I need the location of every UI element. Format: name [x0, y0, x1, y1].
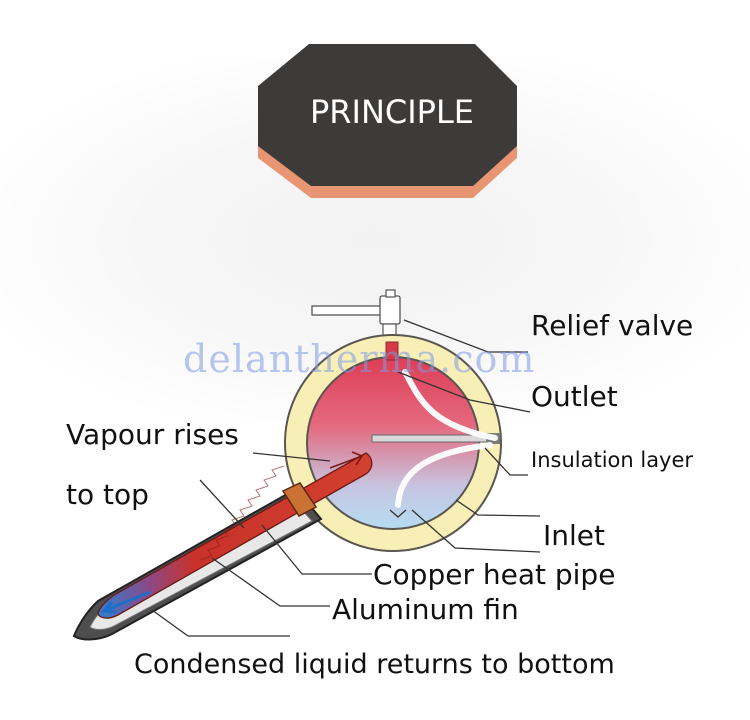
label-insulation-layer: Insulation layer — [531, 448, 694, 472]
leader-vapour-2 — [199, 479, 245, 529]
principle-badge — [258, 44, 517, 198]
water-tank — [284, 334, 502, 552]
vapour-squiggle — [199, 465, 285, 561]
watermark-text: delantherma.com — [183, 337, 536, 381]
leader-insulation — [484, 447, 528, 476]
tank-water — [306, 356, 480, 530]
leader-inlet-2 — [411, 509, 541, 553]
inlet-internal-pipe — [395, 442, 493, 508]
label-aluminum-fin: Aluminum fin — [332, 593, 519, 626]
leader-inlet — [455, 499, 541, 517]
label-inlet: Inlet — [543, 519, 605, 552]
copper-sleeve — [281, 482, 318, 517]
relief-valve-body — [379, 295, 401, 325]
leader-copper — [261, 524, 372, 575]
label-relief-valve: Relief valve — [531, 309, 694, 342]
leader-vapour — [252, 452, 331, 462]
label-copper-heat-pipe: Copper heat pipe — [373, 558, 616, 591]
outlet-port — [385, 341, 399, 361]
label-outlet: Outlet — [531, 380, 618, 413]
label-vapour-line1: Vapour rises — [66, 418, 239, 451]
leader-lines — [151, 319, 541, 637]
page-title: PRINCIPLE — [309, 93, 475, 131]
badge-shape — [258, 44, 517, 186]
leader-outlet — [397, 371, 531, 413]
outlet-internal-pipe — [402, 369, 498, 441]
evacuated-tube — [72, 451, 373, 641]
leader-aluminum — [211, 557, 330, 607]
label-condensed-liquid: Condensed liquid returns to bottom — [134, 649, 615, 680]
relief-valve-cap — [385, 289, 396, 298]
vapour-arrow — [329, 451, 364, 469]
liquid-arrow — [100, 590, 151, 614]
label-vapour-line2: to top — [66, 478, 149, 511]
leader-relief-valve — [403, 319, 528, 353]
leader-condensed — [151, 609, 290, 637]
inlet-arrow — [389, 509, 407, 518]
